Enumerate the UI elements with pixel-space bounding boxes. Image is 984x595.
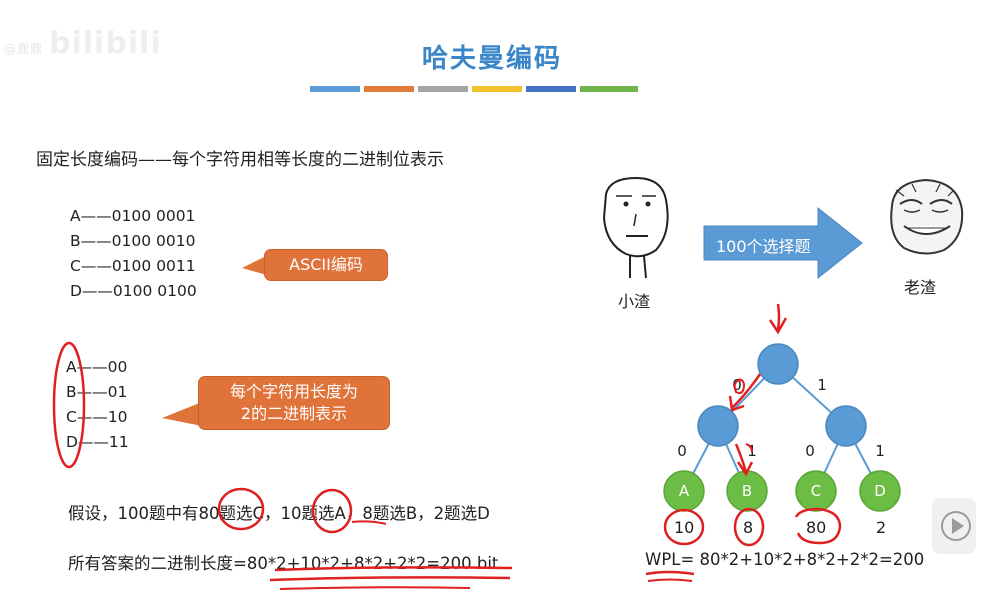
ascii-code-c: C——0100 0011 bbox=[70, 257, 196, 275]
ascii-code-a: A——0100 0001 bbox=[70, 207, 195, 225]
tree-leaf-d-label: D bbox=[874, 482, 886, 500]
play-icon bbox=[932, 498, 976, 554]
callout-two-bit-line1: 每个字符用长度为 bbox=[199, 381, 389, 403]
tree-node-left bbox=[698, 406, 738, 446]
huffman-tree: A B C D 0 1 0 1 0 1 bbox=[640, 296, 940, 516]
annotation-wpl-underline bbox=[642, 566, 702, 586]
assumption-n1: 80 bbox=[199, 504, 220, 523]
slide-title: 哈夫曼编码 bbox=[0, 38, 984, 75]
tree-weight-b: 8 bbox=[743, 518, 753, 537]
annotation-underline-2 bbox=[270, 577, 510, 580]
meme-face-left-icon bbox=[596, 174, 676, 286]
tree-leaf-c-label: C bbox=[811, 482, 821, 500]
tree-edge-label-right-d: 1 bbox=[875, 442, 885, 460]
tree-leaf-b-label: B bbox=[742, 482, 752, 500]
assumption-text: 假设，100题中有80题选C，10题选A，8题选B，2题选D bbox=[68, 500, 490, 524]
tree-node-root bbox=[758, 344, 798, 384]
tree-weight-c: 80 bbox=[806, 518, 826, 537]
tree-weight-a: 10 bbox=[674, 518, 694, 537]
short-code-a: A——00 bbox=[66, 358, 127, 376]
ascii-code-b: B——0100 0010 bbox=[70, 232, 195, 250]
assumption-t2: 题选A，8题选B，2题选D bbox=[302, 504, 490, 523]
short-code-d: D——11 bbox=[66, 433, 129, 451]
title-bar-yellow bbox=[472, 86, 522, 92]
tree-edge-label-root-right: 1 bbox=[817, 376, 827, 394]
title-bar-darkblue bbox=[526, 86, 576, 92]
assumption-prefix: 假设，100题中有 bbox=[68, 504, 199, 523]
tree-node-right bbox=[826, 406, 866, 446]
ascii-code-d: D——0100 0100 bbox=[70, 282, 197, 300]
tree-edge-label-right-c: 0 bbox=[805, 442, 815, 460]
annotation-underline-3 bbox=[280, 587, 470, 589]
total-prefix: 所有答案的二进制长度 bbox=[68, 554, 233, 573]
callout-two-bit: 每个字符用长度为 2的二进制表示 bbox=[198, 376, 390, 430]
assumption-n2: 10 bbox=[281, 504, 302, 523]
fixed-length-heading: 固定长度编码——每个字符用相等长度的二进制位表示 bbox=[36, 145, 444, 170]
tree-edge-label-left-a: 0 bbox=[677, 442, 687, 460]
callout-ascii: ASCII编码 bbox=[264, 249, 388, 281]
total-formula: =80*2+10*2+8*2+2*2=200 bit bbox=[233, 554, 498, 573]
face-right-label: 老渣 bbox=[904, 274, 936, 298]
arrow-label: 100个选择题 bbox=[716, 233, 811, 257]
callout-two-bit-line2: 2的二进制表示 bbox=[199, 403, 389, 425]
play-button[interactable] bbox=[932, 498, 976, 554]
tree-leaf-a-label: A bbox=[679, 482, 690, 500]
title-bar-blue bbox=[310, 86, 360, 92]
title-bar-green bbox=[580, 86, 638, 92]
wpl-formula: WPL= 80*2+10*2+8*2+2*2=200 bbox=[645, 550, 924, 569]
total-length-text: 所有答案的二进制长度=80*2+10*2+8*2+2*2=200 bit bbox=[68, 550, 498, 574]
meme-face-right-icon bbox=[882, 176, 968, 258]
assumption-t1: 题选C， bbox=[220, 504, 281, 523]
tree-weight-d: 2 bbox=[876, 518, 886, 537]
down-arrow-icon bbox=[770, 304, 786, 332]
short-code-c: C——10 bbox=[66, 408, 128, 426]
short-code-b: B——01 bbox=[66, 383, 127, 401]
title-bar-gray bbox=[418, 86, 468, 92]
title-bar-orange bbox=[364, 86, 414, 92]
